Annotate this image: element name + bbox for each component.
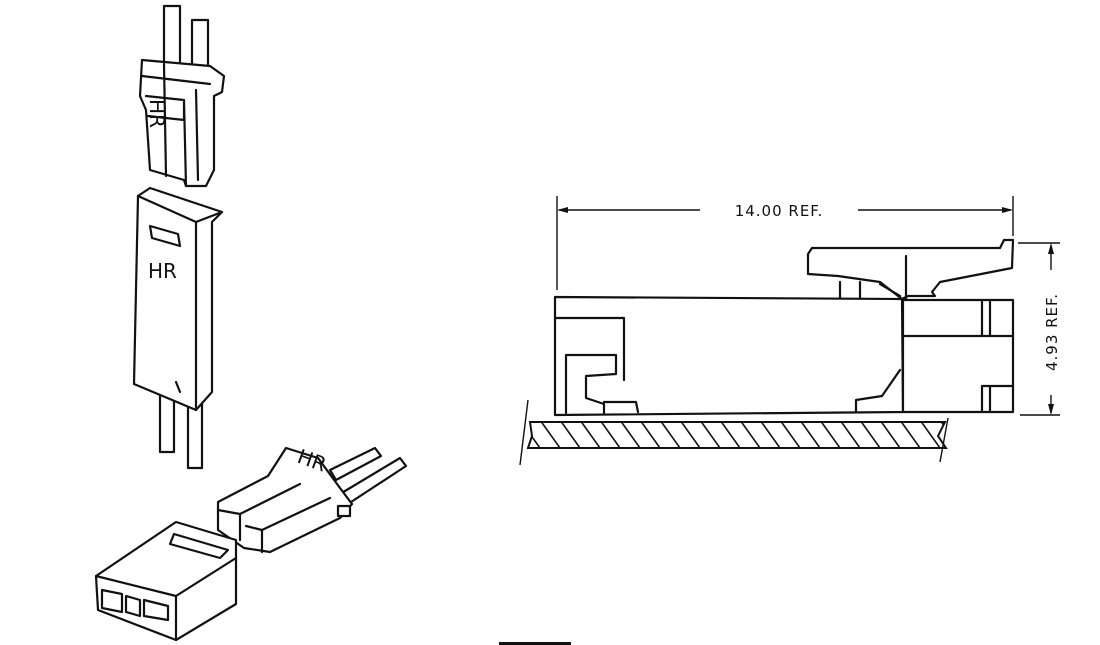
receptacle-housing: HR: [132, 186, 224, 470]
plug-assembly-top: HR: [138, 4, 226, 188]
height-dimension-label: 4.93 REF.: [1043, 293, 1061, 371]
hr-logo: HR: [148, 259, 177, 283]
wire: [328, 446, 383, 482]
pcb-board-section: [526, 421, 948, 449]
hr-logo: HR: [145, 99, 169, 128]
latch-contacts: HR: [216, 444, 408, 554]
pcb-header: [94, 520, 238, 642]
side-view: 14.00 REF. 4.93 REF.: [519, 196, 1061, 466]
length-dimension-label: 14.00 REF.: [735, 202, 824, 220]
scale-bar: [499, 642, 571, 645]
latch-arm: [806, 238, 1015, 301]
wire: [162, 4, 182, 70]
